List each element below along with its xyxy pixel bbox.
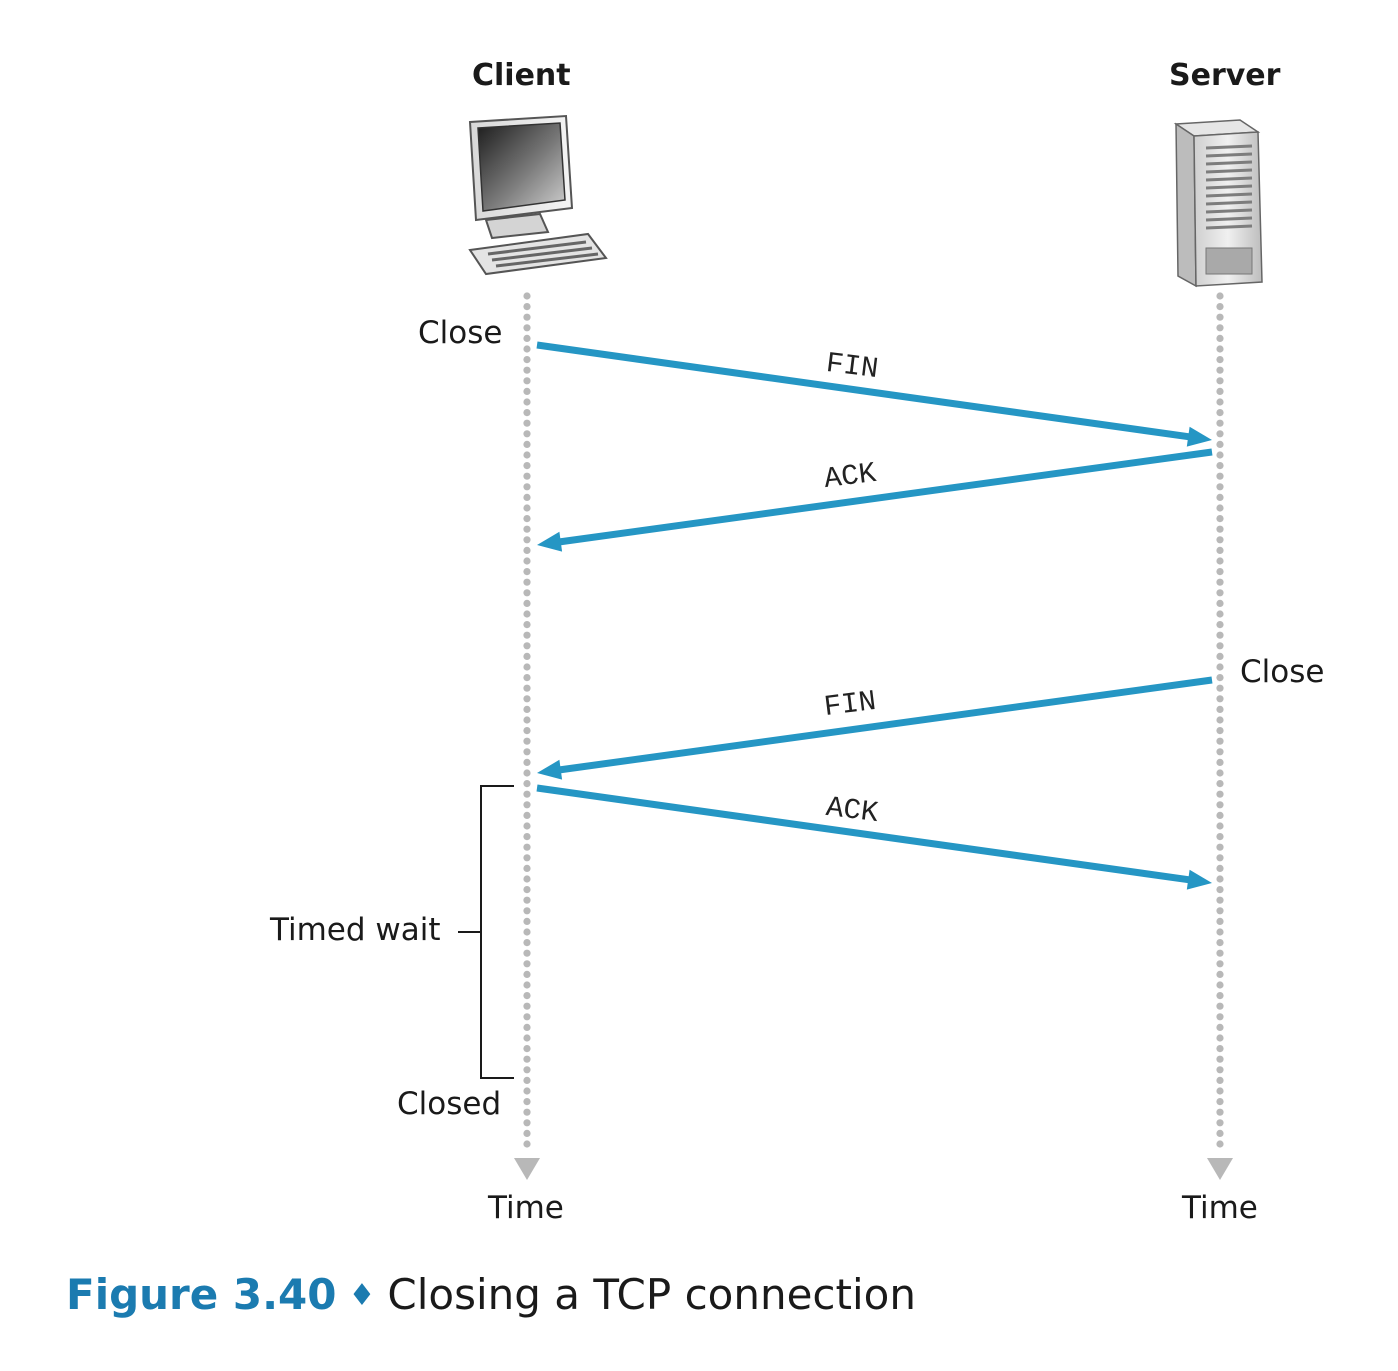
caption-text: Closing a TCP connection [387, 1270, 916, 1319]
server-label: Server [1169, 58, 1281, 93]
client-close-label: Close [418, 315, 503, 351]
client-time-label: Time [488, 1190, 564, 1226]
server-timeline [1207, 292, 1233, 1180]
server-close-label: Close [1240, 654, 1325, 690]
message-label-fin-1: FIN [824, 346, 881, 387]
client-timeline-arrowhead [514, 1158, 540, 1180]
message-label-ack-2: ACK [824, 790, 881, 831]
timed-wait-label: Timed wait [270, 912, 441, 948]
desktop-computer-icon [468, 114, 608, 276]
server-tower-icon [1173, 119, 1263, 288]
closed-label: Closed [397, 1086, 502, 1122]
caption-separator: ♦ [348, 1278, 376, 1313]
client-label: Client [472, 58, 571, 93]
timed-wait-bracket [458, 785, 514, 1079]
figure-number: Figure 3.40 [66, 1270, 337, 1319]
client-timeline [514, 292, 540, 1180]
message-arrow-fin-2 [537, 676, 1213, 780]
message-label-fin-2: FIN [822, 684, 879, 725]
figure-caption: Figure 3.40 ♦ Closing a TCP connection [66, 1270, 916, 1319]
message-label-ack-1: ACK [822, 456, 879, 497]
message-arrow-fin-1 [536, 341, 1212, 447]
message-arrow-ack-2 [536, 784, 1212, 890]
server-time-label: Time [1182, 1190, 1258, 1226]
server-timeline-arrowhead [1207, 1158, 1233, 1180]
message-arrow-ack-1 [537, 448, 1213, 552]
